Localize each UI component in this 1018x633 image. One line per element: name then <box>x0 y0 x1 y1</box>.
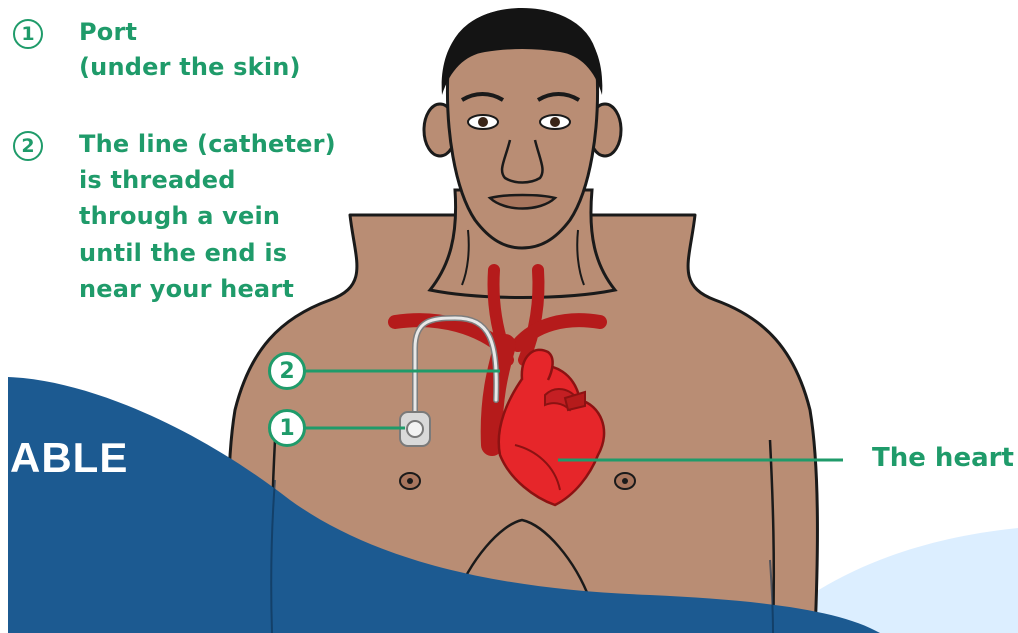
legend-catheter-line-5: near your heart <box>79 274 294 304</box>
callout-number-catheter: 2 <box>268 352 306 390</box>
legend-catheter-line-4: until the end is <box>79 238 287 268</box>
right-pupil <box>550 117 560 127</box>
left-pupil <box>478 117 488 127</box>
right-nipple-center <box>622 478 628 484</box>
legend-catheter-line-2: is threaded <box>79 165 236 195</box>
left-margin <box>0 0 8 633</box>
legend-number-1: 1 <box>13 19 43 49</box>
legend-port-line-1: Port <box>79 17 137 47</box>
banner-text: ABLE <box>10 434 128 482</box>
legend-catheter-line-1: The line (catheter) <box>79 129 336 159</box>
callout-number-port: 1 <box>268 409 306 447</box>
legend-number-2: 2 <box>13 131 43 161</box>
port-center <box>407 421 423 437</box>
legend-port-line-2: (under the skin) <box>79 52 301 82</box>
legend-catheter-line-3: through a vein <box>79 201 280 231</box>
heart-label: The heart <box>872 443 1014 473</box>
left-nipple-center <box>407 478 413 484</box>
